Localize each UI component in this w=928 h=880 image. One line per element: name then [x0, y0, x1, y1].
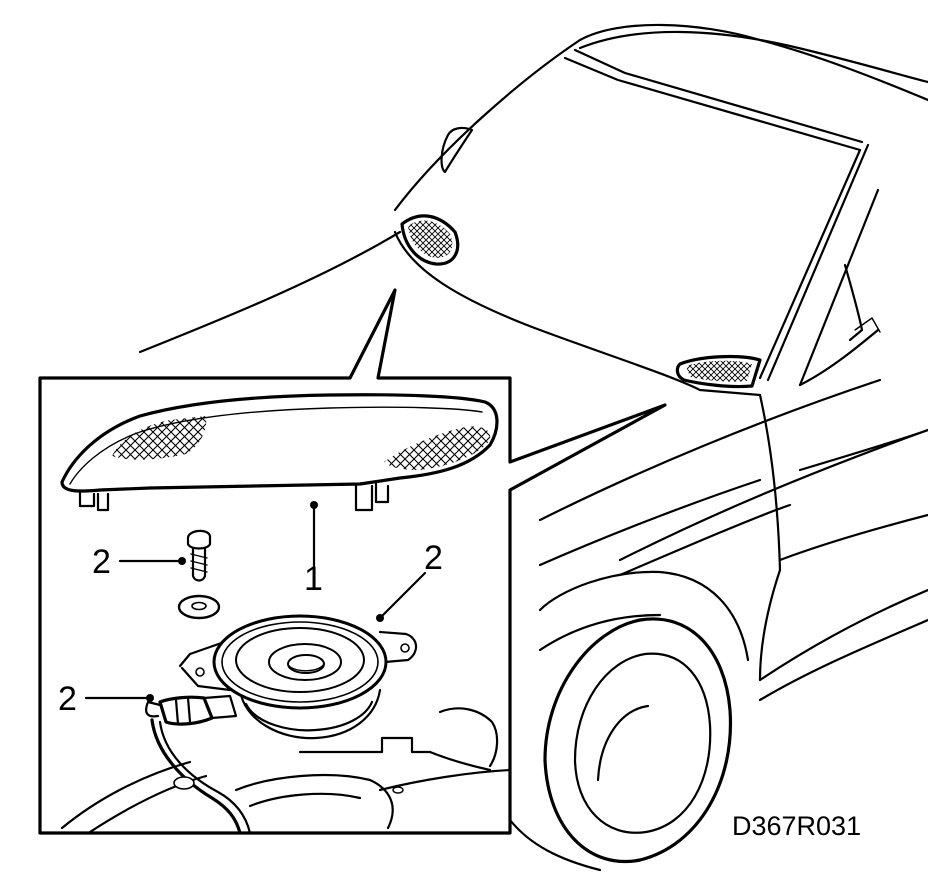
- callout-connector: 2: [58, 680, 77, 718]
- reference-code: D367R031: [732, 811, 861, 841]
- screw: [186, 529, 212, 582]
- mounting-base: [60, 707, 512, 833]
- speaker: [178, 614, 418, 740]
- car-body: [138, 23, 928, 872]
- callout-screw: 2: [92, 543, 111, 581]
- leader-lines: [84, 501, 427, 702]
- callout-speaker: 2: [424, 539, 443, 577]
- callout-cover: 1: [304, 560, 323, 598]
- speaker-cover: [60, 393, 499, 512]
- washer: [177, 594, 221, 620]
- connector-wiring: [145, 694, 252, 833]
